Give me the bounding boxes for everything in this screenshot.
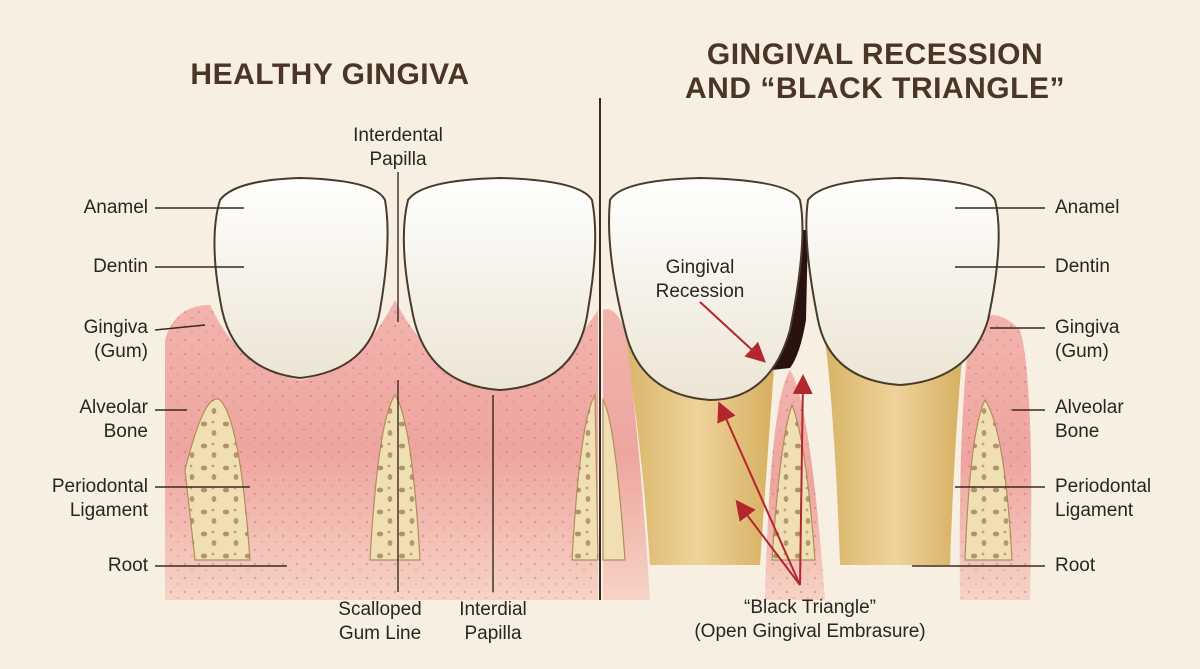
healthy-bone [184,392,599,561]
label-right-pdl-line1: Periodontal [1055,476,1152,497]
callout-interdental-line2: Papilla [369,148,427,170]
label-right-alveolar-line1: Alveolar [1055,397,1124,418]
title-healthy-gingiva: HEALTHY GINGIVA [190,58,470,91]
label-left-alveolar-line2: Bone [103,420,148,442]
callout-gingival-recession: Gingival Recession [640,256,760,304]
label-right-dentin: Dentin [1055,256,1110,277]
label-left-periodontal-ligament: Periodontal Ligament [52,475,148,523]
label-left-dentin: Dentin [93,256,148,277]
leader-lines-left [154,207,287,567]
label-left-alveolar-bone: Alveolar Bone [79,396,148,444]
label-left-pdl-line1: Periodontal [51,476,148,497]
label-right-gingiva: Gingiva (Gum) [1055,316,1119,364]
callout-interdial-line2: Papilla [464,622,522,644]
callout-interdial-line1: Interdial [459,599,527,620]
recession-tooth-2 [805,176,1000,387]
title-recession-line1: GINGIVAL RECESSION [706,38,1044,71]
leader-lines-right [912,207,1045,567]
callout-black-triangle: “Black Triangle” (Open Gingival Embrasur… [655,596,965,644]
label-right-enamel: Anamel [1055,197,1120,218]
label-left-pdl-line2: Ligament [69,499,148,521]
callout-interdental-line1: Interdental [353,125,443,146]
callout-scalloped-line1: Scalloped [338,599,422,620]
label-left-gingiva: Gingiva (Gum) [84,316,148,364]
callout-black-triangle-line2: (Open Gingival Embrasure) [694,620,926,642]
label-right-alveolar-bone: Alveolar Bone [1055,396,1124,444]
callout-scalloped-line2: Gum Line [338,622,422,644]
label-right-root: Root [1055,555,1096,576]
label-left-root: Root [107,555,148,576]
label-left-gingiva-line2: (Gum) [94,340,148,362]
label-left-alveolar-line1: Alveolar [79,397,148,418]
label-right-gingiva-line1: Gingiva [1055,317,1120,338]
label-right-periodontal-ligament: Periodontal Ligament [1055,475,1151,523]
title-recession-line2: AND “BLACK TRIANGLE” [685,71,1065,105]
callout-recession-line1: Gingival [665,257,735,278]
callout-recession-line2: Recession [655,280,745,302]
callout-black-triangle-line1: “Black Triangle” [744,597,876,618]
callout-interdial-papilla: Interdial Papilla [438,598,548,646]
callout-interdental-papilla: Interdental Papilla [336,124,460,172]
label-left-gingiva-line1: Gingiva [83,317,148,338]
label-right-gingiva-line2: (Gum) [1055,340,1109,362]
callout-scalloped-gum-line: Scalloped Gum Line [318,598,442,646]
healthy-tooth-2 [402,176,597,392]
leader-lines-center [397,172,494,592]
title-recession: GINGIVAL RECESSION AND “BLACK TRIANGLE” [640,38,1110,106]
label-right-pdl-line2: Ligament [1055,499,1134,521]
healthy-tooth-1 [213,176,389,380]
recession-arrows [699,301,813,586]
label-left-enamel: Anamel [83,197,148,218]
label-right-alveolar-line2: Bone [1055,420,1100,442]
